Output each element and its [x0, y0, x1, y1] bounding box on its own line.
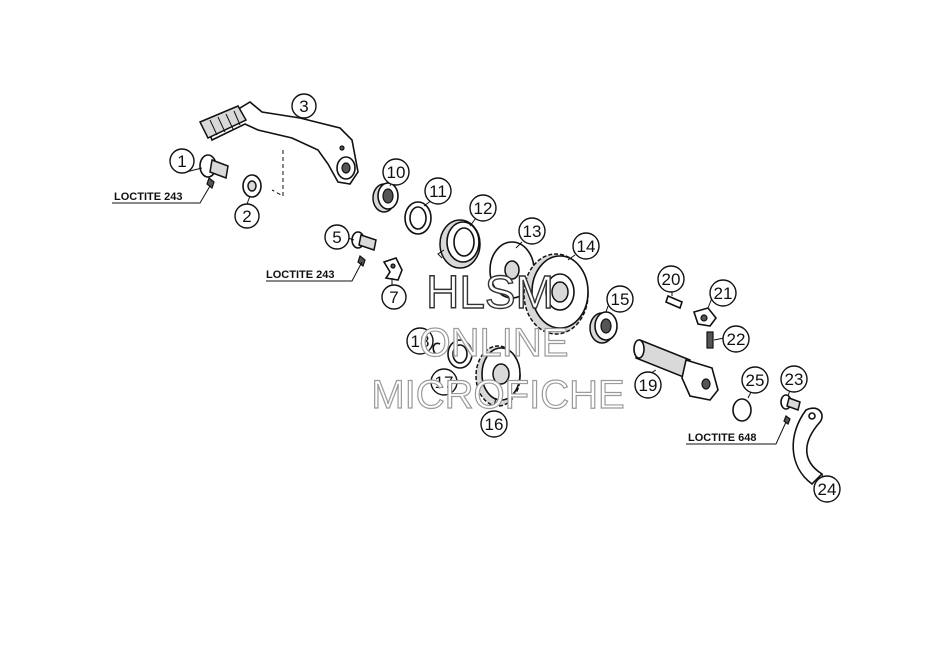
callout-7: 7	[381, 284, 407, 310]
watermark-line-3: MICROFICHE	[371, 373, 624, 417]
bolt-part-1	[199, 154, 229, 190]
svg-text:20: 20	[662, 270, 681, 289]
callout-3: 3	[291, 93, 317, 119]
callout-21: 21	[709, 279, 737, 307]
callout-19: 19	[634, 371, 662, 399]
bushing-part-10	[372, 182, 399, 213]
watermark-line-2: ONLINE	[420, 321, 569, 365]
svg-text:22: 22	[727, 330, 746, 349]
callout-14: 14	[572, 232, 600, 260]
callout-12: 12	[469, 194, 497, 222]
gear-part-14	[523, 253, 589, 335]
clip-part-18	[432, 342, 441, 357]
washer-part-17	[447, 339, 473, 369]
callout-24: 24	[813, 475, 841, 503]
callout-2: 2	[234, 203, 260, 229]
svg-text:5: 5	[332, 228, 341, 247]
svg-text:23: 23	[785, 370, 804, 389]
svg-text:17: 17	[435, 373, 454, 392]
svg-text:14: 14	[577, 237, 596, 256]
svg-text:16: 16	[485, 415, 504, 434]
callout-15: 15	[606, 285, 634, 313]
bracket-part-7	[382, 257, 403, 281]
callout-23: 23	[780, 365, 808, 393]
guide-part-24	[792, 407, 824, 486]
washer-part-2	[242, 174, 262, 198]
spring-part-12	[437, 219, 481, 269]
shaft-part-19	[633, 338, 719, 401]
callout-22: 22	[722, 325, 750, 353]
bearing-part-15	[589, 311, 618, 344]
svg-text:1: 1	[177, 152, 186, 171]
callout-10: 10	[382, 158, 410, 186]
svg-text:12: 12	[474, 199, 493, 218]
svg-text:21: 21	[714, 284, 733, 303]
loctite-label: LOCTITE 648	[688, 432, 756, 444]
svg-text:7: 7	[389, 288, 398, 307]
svg-text:18: 18	[411, 332, 430, 351]
pin-part-20	[665, 294, 683, 310]
callout-18: 18	[406, 327, 434, 355]
loctite-label: LOCTITE 243	[114, 191, 182, 203]
svg-text:15: 15	[611, 290, 630, 309]
svg-text:10: 10	[387, 163, 406, 182]
kick-lever-part	[198, 101, 359, 197]
callout-5: 5	[324, 224, 350, 250]
svg-text:13: 13	[523, 222, 542, 241]
svg-text:11: 11	[429, 182, 447, 201]
spring-part-22	[706, 331, 714, 349]
watermark-line-1: HLSM	[426, 266, 554, 318]
screw-part-23	[780, 394, 801, 425]
callout-25: 25	[741, 366, 769, 394]
screw-part-5	[351, 231, 377, 268]
svg-text:25: 25	[746, 371, 765, 390]
callout-13: 13	[518, 217, 546, 245]
svg-text:24: 24	[818, 480, 837, 499]
callout-16: 16	[480, 410, 508, 438]
svg-text:19: 19	[639, 376, 658, 395]
loctite-label: LOCTITE 243	[266, 269, 334, 281]
callout-11: 11	[424, 177, 452, 205]
svg-text:3: 3	[299, 97, 308, 116]
svg-text:2: 2	[242, 207, 251, 226]
callout-17: 17	[430, 368, 458, 396]
callout-1: 1	[169, 148, 195, 174]
gear-part-16	[475, 345, 521, 407]
callout-20: 20	[657, 265, 685, 293]
pawl-part-21	[692, 307, 718, 327]
ring-part-25	[732, 398, 752, 422]
ring-part-11	[404, 201, 432, 235]
